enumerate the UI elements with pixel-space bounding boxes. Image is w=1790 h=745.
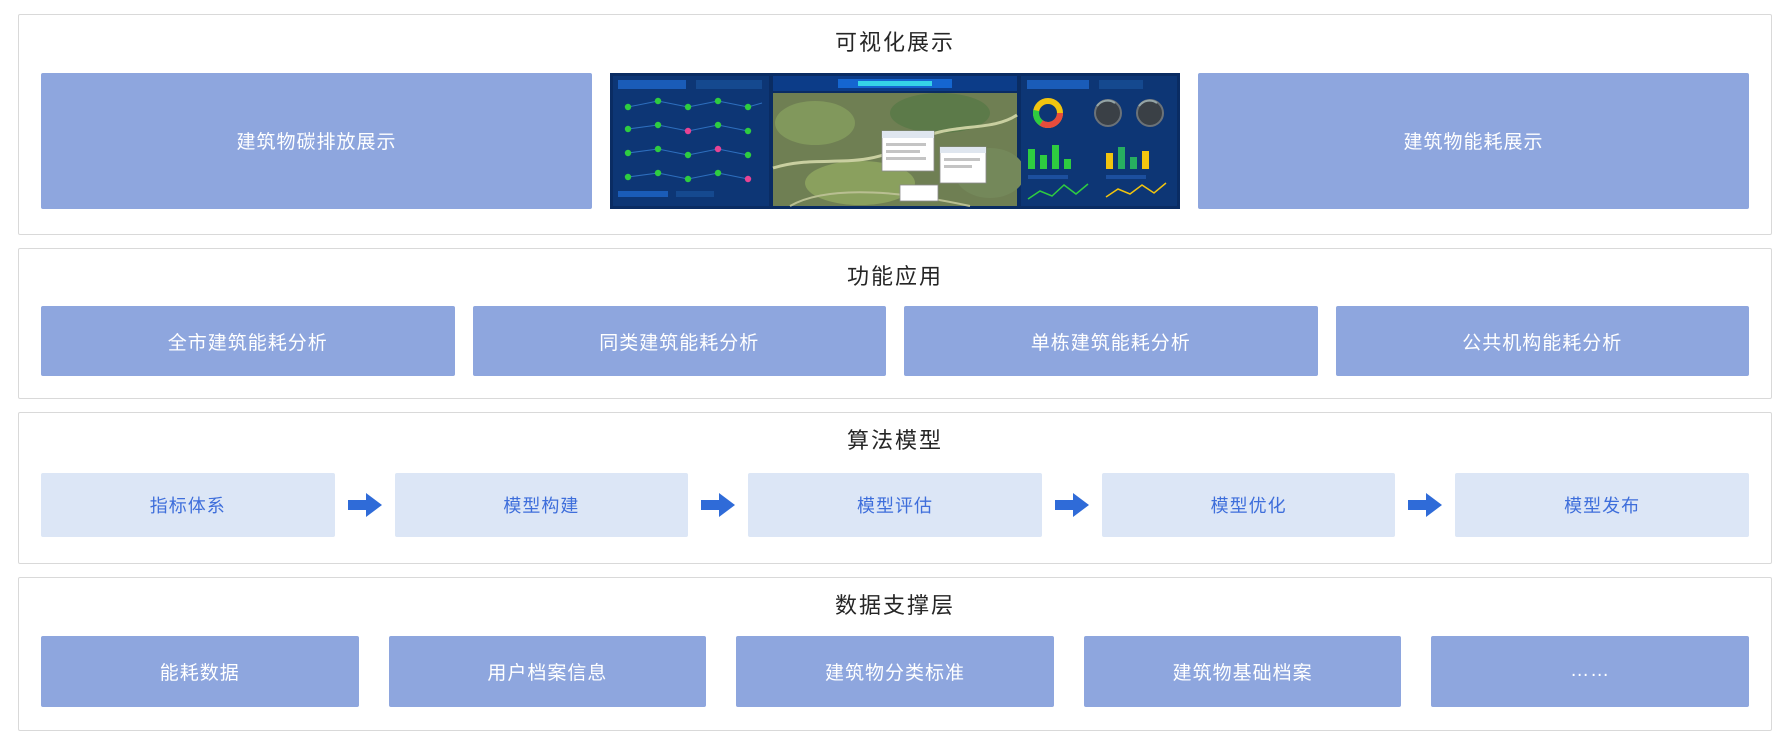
box-building-basic-archive: 建筑物基础档案 xyxy=(1083,635,1402,707)
data-support-row: 能耗数据 用户档案信息 建筑物分类标准 建筑物基础档案 …… xyxy=(41,632,1749,710)
box-public-institution-energy-analysis: 公共机构能耗分析 xyxy=(1335,306,1749,377)
section-function-title: 功能应用 xyxy=(846,264,943,290)
step-indicator-system-label: 指标体系 xyxy=(149,496,226,517)
box-building-classification-standard: 建筑物分类标准 xyxy=(736,635,1054,707)
step-model-evaluation-label: 模型评估 xyxy=(856,496,933,517)
section-function-application: 功能应用 全市建筑能耗分析 同类建筑能耗分析 单栋建筑能耗分析 公共机构能耗分析 xyxy=(18,248,1772,400)
step-model-release: 模型发布 xyxy=(1455,473,1749,538)
box-user-profile-info-label: 用户档案信息 xyxy=(487,662,608,684)
section-algorithm-model: 算法模型 指标体系 模型构建 模型评估 模型优化 xyxy=(18,412,1772,564)
box-single-building-energy-analysis: 单栋建筑能耗分析 xyxy=(904,306,1318,377)
box-single-building-energy-analysis-label: 单栋建筑能耗分析 xyxy=(1030,332,1191,354)
section-visualization-title: 可视化展示 xyxy=(834,30,955,55)
box-ellipsis-more: …… xyxy=(1431,635,1749,707)
box-energy-consumption-label: 建筑物能耗展示 xyxy=(1403,132,1544,154)
box-building-classification-standard-label: 建筑物分类标准 xyxy=(824,662,965,684)
arrow-right-icon xyxy=(1407,493,1443,518)
box-carbon-emission-display: 建筑物碳排放展示 xyxy=(41,72,592,209)
step-model-evaluation: 模型评估 xyxy=(748,473,1042,538)
box-ellipsis-more-label: …… xyxy=(1570,660,1611,682)
section-data-support-title: 数据支撑层 xyxy=(834,592,955,618)
box-carbon-emission-label: 建筑物碳排放展示 xyxy=(236,132,397,154)
box-citywide-energy-analysis: 全市建筑能耗分析 xyxy=(41,306,455,377)
box-energy-data-label: 能耗数据 xyxy=(159,662,240,684)
arrow-right-icon xyxy=(347,493,383,518)
box-energy-consumption-display: 建筑物能耗展示 xyxy=(1198,72,1749,209)
dashboard-screenshot xyxy=(610,72,1180,209)
box-public-institution-energy-analysis-label: 公共机构能耗分析 xyxy=(1462,332,1623,354)
arrow-right-icon xyxy=(1054,493,1090,518)
step-indicator-system: 指标体系 xyxy=(41,473,335,538)
step-model-release-label: 模型发布 xyxy=(1564,496,1641,517)
box-user-profile-info: 用户档案信息 xyxy=(388,635,707,707)
box-energy-data: 能耗数据 xyxy=(41,635,359,707)
box-citywide-energy-analysis-label: 全市建筑能耗分析 xyxy=(167,332,328,354)
box-similar-building-energy-analysis: 同类建筑能耗分析 xyxy=(472,306,886,377)
dashboard-image xyxy=(610,72,1180,209)
box-building-basic-archive-label: 建筑物基础档案 xyxy=(1172,662,1313,684)
arrow-right-icon xyxy=(700,493,736,518)
step-model-construction-label: 模型构建 xyxy=(503,496,580,517)
algorithm-row: 指标体系 模型构建 模型评估 模型优化 xyxy=(41,468,1749,543)
step-model-optimization: 模型优化 xyxy=(1101,473,1396,538)
section-data-support-layer: 数据支撑层 能耗数据 用户档案信息 建筑物分类标准 建筑物基础档案 …… xyxy=(18,576,1772,731)
visualization-row: 建筑物碳排放展示 xyxy=(41,68,1749,215)
step-model-construction: 模型构建 xyxy=(394,473,689,538)
step-model-optimization-label: 模型优化 xyxy=(1210,496,1287,517)
section-algorithm-title: 算法模型 xyxy=(846,428,943,454)
box-similar-building-energy-analysis-label: 同类建筑能耗分析 xyxy=(599,332,760,354)
function-row: 全市建筑能耗分析 同类建筑能耗分析 单栋建筑能耗分析 公共机构能耗分析 xyxy=(41,304,1749,379)
section-visualization: 可视化展示 建筑物碳排放展示 xyxy=(18,14,1772,236)
